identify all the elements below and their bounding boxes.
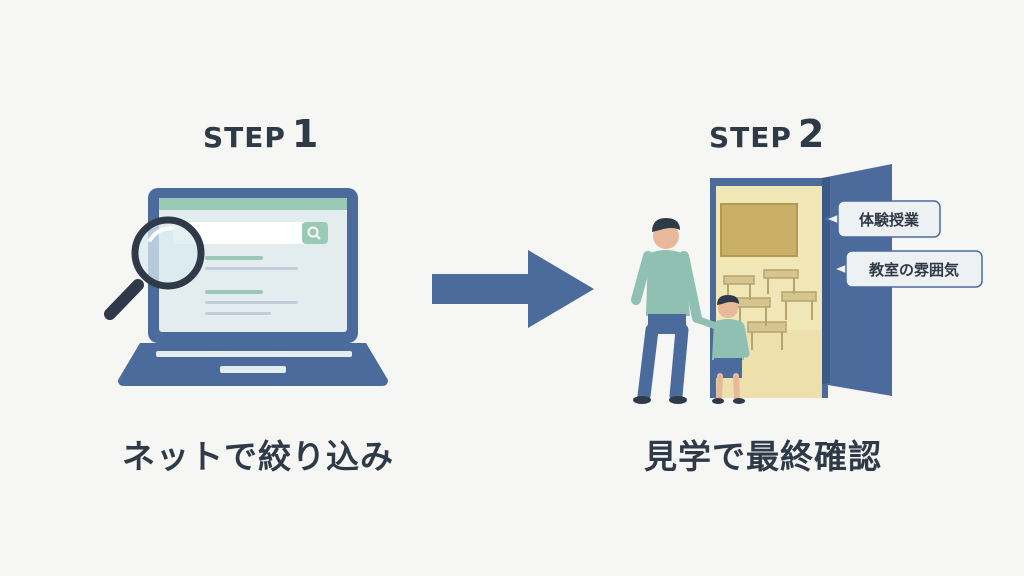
step2-caption: 見学で最終確認	[644, 437, 882, 476]
bubble-top-text: 体験授業	[859, 211, 920, 229]
step2-number: 2	[797, 112, 825, 156]
step1-caption: ネットで絞り込み	[122, 437, 394, 476]
step1-number: 1	[291, 112, 319, 156]
bubble-classroom-atmosphere: 教室の雰囲気	[832, 250, 983, 288]
laptop-icon	[118, 188, 388, 386]
parent-figure-icon	[631, 218, 702, 404]
step1-word: STEP	[203, 121, 286, 154]
step2-word: STEP	[709, 121, 792, 154]
bubble-bottom-text: 教室の雰囲気	[868, 261, 959, 279]
arrow-right-icon	[432, 250, 594, 328]
child-figure-icon	[695, 295, 750, 404]
bubble-trial-class: 体験授業	[824, 200, 941, 238]
magnifying-glass-icon	[104, 216, 205, 320]
